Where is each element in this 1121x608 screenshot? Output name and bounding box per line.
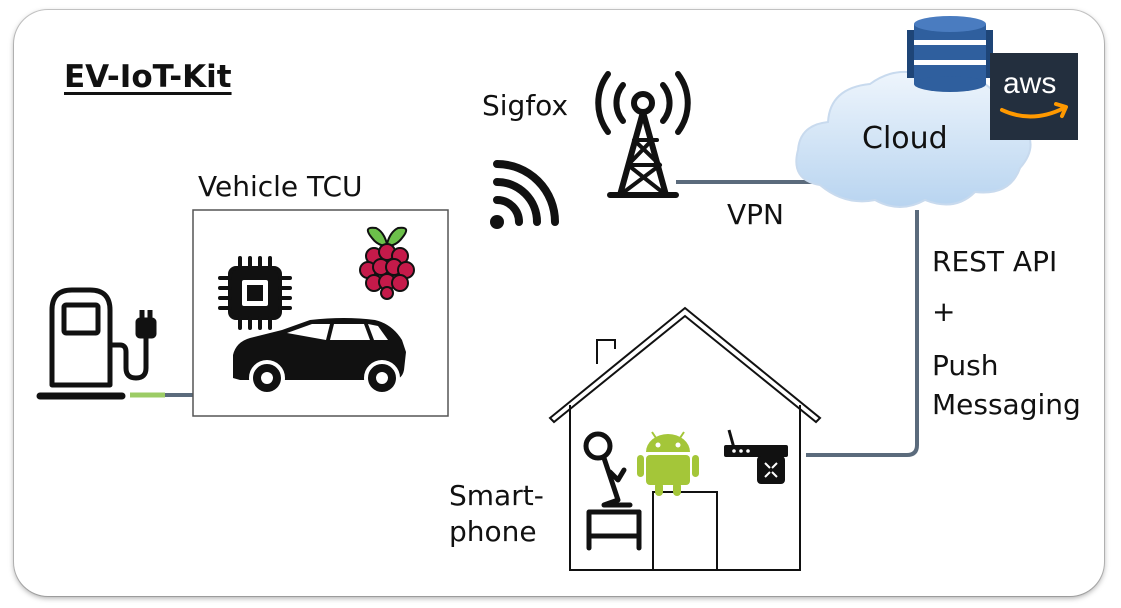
chip-icon bbox=[218, 256, 292, 330]
vpn-label: VPN bbox=[727, 198, 784, 231]
cloud-label: Cloud bbox=[862, 121, 948, 156]
raspberry-pi-icon bbox=[359, 226, 415, 300]
android-icon bbox=[637, 431, 699, 496]
smartphone-label-line1: Smart- bbox=[449, 479, 544, 512]
radio-tower-icon bbox=[595, 71, 691, 198]
car-icon bbox=[233, 318, 406, 396]
dynamodb-icon bbox=[907, 16, 993, 92]
diagram-title: EV-IoT-Kit bbox=[64, 59, 232, 95]
person-icon bbox=[583, 431, 642, 551]
vehicle-tcu-box bbox=[192, 209, 449, 417]
router-icon bbox=[724, 429, 788, 484]
smartphone-label-line2: phone bbox=[449, 515, 537, 548]
house-icon bbox=[548, 306, 822, 571]
plus-label: + bbox=[932, 295, 956, 328]
messaging-label: Messaging bbox=[932, 388, 1081, 421]
ev-charger-icon bbox=[36, 287, 157, 400]
aws-label: aws bbox=[1003, 67, 1057, 100]
signal-icon bbox=[490, 160, 559, 229]
push-label: Push bbox=[932, 349, 999, 382]
rest-api-link bbox=[806, 210, 919, 457]
rest-api-label: REST API bbox=[932, 245, 1058, 278]
aws-logo-icon bbox=[990, 53, 1078, 140]
vehicle-tcu-label: Vehicle TCU bbox=[198, 170, 363, 203]
sigfox-label: Sigfox bbox=[482, 89, 569, 122]
